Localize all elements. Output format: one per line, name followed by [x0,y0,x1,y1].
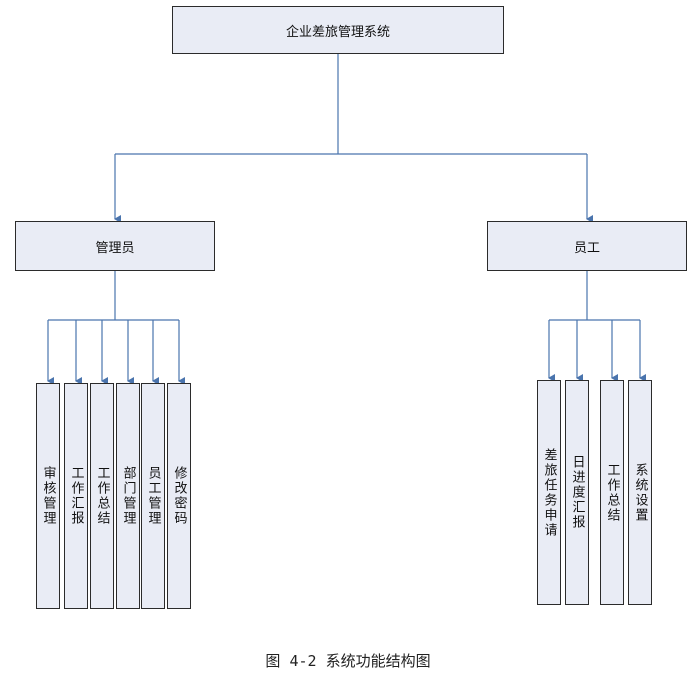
admin-leaf-staff: 员工管理 [141,383,165,609]
admin-leaf-review: 审核管理 [36,383,60,609]
root-node: 企业差旅管理系统 [172,6,504,54]
employee-leaf-trip-request: 差旅任务申请 [537,380,561,605]
admin-leaf-label: 工作总结 [94,466,110,526]
admin-leaf-label: 审核管理 [40,466,56,526]
admin-node: 管理员 [15,221,215,271]
admin-leaf-department: 部门管理 [116,383,140,609]
admin-leaf-label: 修改密码 [171,466,187,526]
employee-node: 员工 [487,221,687,271]
employee-leaf-label: 系统设置 [632,462,648,523]
admin-leaf-label: 工作汇报 [68,466,84,526]
employee-leaf-daily-progress: 日进度汇报 [565,380,589,605]
admin-leaf-summary: 工作总结 [90,383,114,609]
employee-leaf-settings: 系统设置 [628,380,652,605]
admin-leaf-report: 工作汇报 [64,383,88,609]
employee-label: 员工 [573,240,600,256]
admin-leaf-label: 部门管理 [120,466,136,526]
root-label: 企业差旅管理系统 [285,24,390,40]
employee-leaf-label: 差旅任务申请 [541,447,557,538]
admin-leaf-label: 员工管理 [145,466,161,526]
employee-leaf-label: 工作总结 [604,462,620,523]
employee-leaf-label: 日进度汇报 [569,455,585,530]
admin-leaf-password: 修改密码 [167,383,191,609]
admin-label: 管理员 [95,240,135,256]
figure-caption: 图 4-2 系统功能结构图 [265,652,431,670]
employee-leaf-summary: 工作总结 [600,380,624,605]
